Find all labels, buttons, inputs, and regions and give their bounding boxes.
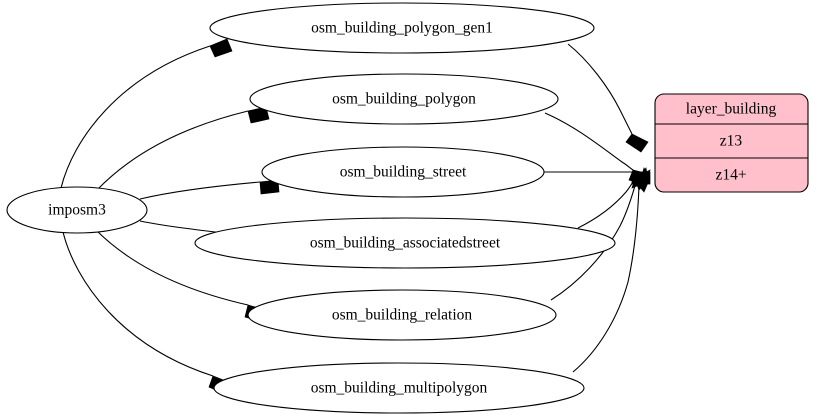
edge-path [544, 112, 634, 171]
edge-imposm3-to-osm_building_multipolygon [62, 231, 232, 395]
edge-path [572, 185, 640, 373]
edge-path [139, 181, 261, 200]
arrow-head-icon [638, 167, 651, 193]
node-osm_building_multipolygon[interactable]: osm_building_multipolygon [213, 362, 585, 414]
edge-imposm3-to-osm_building_polygon [96, 106, 270, 191]
node-osm_building_polygon-label: osm_building_polygon [332, 91, 476, 108]
edge-path [577, 177, 636, 229]
node-osm_building_associatedstreet-label: osm_building_associatedstreet [310, 235, 501, 252]
node-osm_building_multipolygon-label: osm_building_multipolygon [311, 380, 488, 397]
node-osm_building_relation-label: osm_building_relation [332, 307, 473, 324]
node-osm_building_multipolygon-shape[interactable] [213, 362, 585, 414]
node-osm_building_associatedstreet[interactable]: osm_building_associatedstreet [194, 217, 616, 269]
layer-building-title: layer_building [686, 101, 777, 118]
edge-path [550, 181, 637, 301]
node-osm_building_street-label: osm_building_street [340, 164, 467, 181]
node-osm_building_relation[interactable]: osm_building_relation [247, 289, 557, 341]
node-imposm3-shape[interactable] [6, 186, 148, 234]
edge-osm_building_multipolygon-to-layer_building-z14plus [572, 167, 651, 373]
edge-path [567, 43, 633, 135]
node-osm_building_polygon_gen1-label: osm_building_polygon_gen1 [311, 20, 493, 37]
node-osm_building_street-shape[interactable] [261, 146, 545, 198]
node-imposm3[interactable]: imposm3 [6, 186, 148, 234]
node-layer_building[interactable]: layer_building z13 z14+ [654, 93, 809, 193]
node-osm_building_relation-shape[interactable] [247, 289, 557, 341]
layer-building-row-z13[interactable]: z13 [720, 133, 743, 150]
layer-building-row-z14plus[interactable]: z14+ [715, 167, 746, 184]
node-osm_building_street[interactable]: osm_building_street [261, 146, 545, 198]
edge-imposm3-to-osm_building_polygon_gen1 [60, 38, 233, 189]
node-osm_building_polygon[interactable]: osm_building_polygon [249, 73, 559, 125]
edge-osm_building_polygon_gen1-to-layer_building-z13 [567, 43, 649, 153]
node-osm_building_polygon_gen1-shape[interactable] [209, 2, 595, 54]
edge-path [96, 110, 249, 191]
node-osm_building_polygon-shape[interactable] [249, 73, 559, 125]
edge-path [95, 229, 249, 306]
edge-group-tables-to-layer [543, 43, 651, 373]
node-imposm3-label: imposm3 [48, 202, 106, 219]
arrow-head-icon [625, 133, 649, 153]
node-osm_building_associatedstreet-shape[interactable] [194, 217, 616, 269]
edge-imposm3-to-osm_building_street [139, 179, 280, 200]
edge-path [62, 231, 214, 377]
arrow-head-icon [209, 38, 233, 58]
node-layer_building-shape[interactable] [654, 93, 809, 193]
edge-path [60, 45, 211, 189]
node-osm_building_polygon_gen1[interactable]: osm_building_polygon_gen1 [209, 2, 595, 54]
